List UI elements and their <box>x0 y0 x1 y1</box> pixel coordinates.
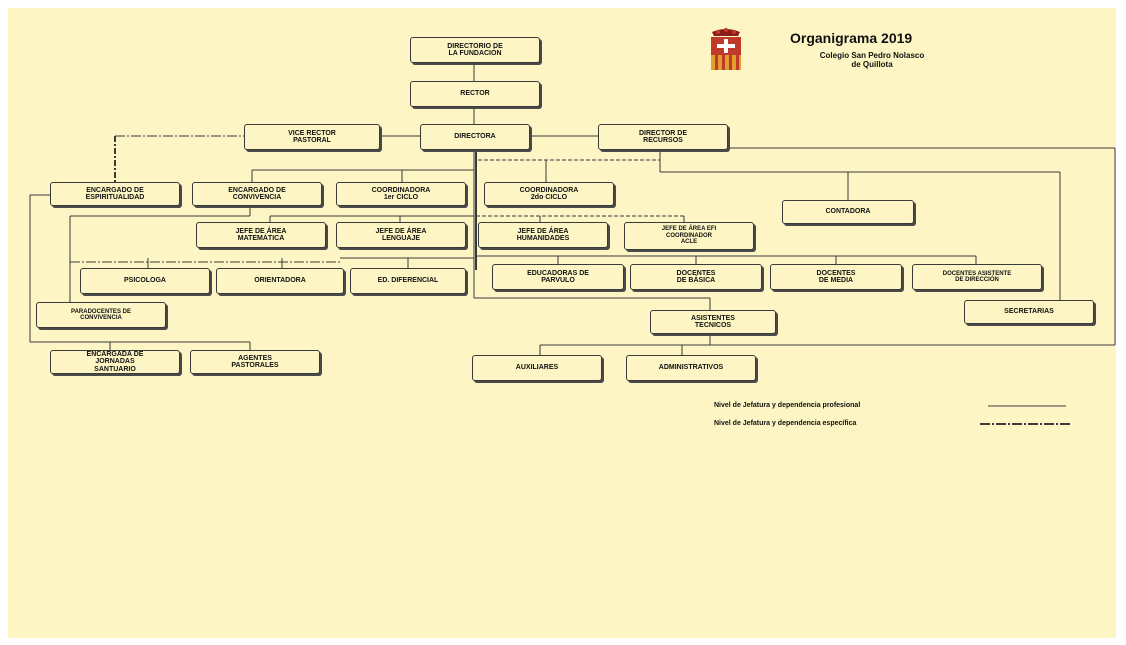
box-docentes-media: DOCENTES DE MEDIA <box>770 264 902 290</box>
box-directorio-fundacion: DIRECTORIO DE LA FUNDACIÓN <box>410 37 540 63</box>
box-jefe-area-matematica: JEFE DE ÁREA MATEMÁTICA <box>196 222 326 248</box>
chart-background <box>8 8 1116 638</box>
box-director-recursos: DIRECTOR DE RECURSOS <box>598 124 728 150</box>
box-jefe-area-lenguaje: JEFE DE ÁREA LENGUAJE <box>336 222 466 248</box>
school-crest-icon <box>711 28 741 70</box>
box-docentes-asistente-direccion: DOCENTES ASISTENTE DE DIRECCIÓN <box>912 264 1042 290</box>
box-auxiliares: AUXILIARES <box>472 355 602 381</box>
box-orientadora: ORIENTADORA <box>216 268 344 294</box>
legend-especifica: Nivel de Jefatura y dependencia específi… <box>714 420 857 427</box>
school-city: de Quillota <box>851 60 893 69</box>
box-encargado-espiritualidad: ENCARGADO DE ESPIRITUALIDAD <box>50 182 180 206</box>
box-contadora: CONTADORA <box>782 200 914 224</box>
school-name: Colegio San Pedro Nolasco <box>819 51 925 60</box>
chart-title: Organigrama 2019 <box>790 30 913 46</box>
box-agentes-pastorales: AGENTES PASTORALES <box>190 350 320 374</box>
box-coordinadora-2do-ciclo: COORDINADORA 2do CICLO <box>484 182 614 206</box>
box-jefe-area-humanidades: JEFE DE ÁREA HUMANIDADES <box>478 222 608 248</box>
box-paradocentes-convivencia: PARADOCENTES DE CONVIVENCIA <box>36 302 166 328</box>
box-coordinadora-1er-ciclo: COORDINADORA 1er CICLO <box>336 182 466 206</box>
legend-profesional: Nivel de Jefatura y dependencia profesio… <box>714 402 861 409</box>
box-administrativos: ADMINISTRATIVOS <box>626 355 756 381</box>
box-docentes-basica: DOCENTES DE BÁSICA <box>630 264 762 290</box>
box-psicologa: PSICOLOGA <box>80 268 210 294</box>
box-secretarias: SECRETARIAS <box>964 300 1094 324</box>
box-asistentes-tecnicos: ASISTENTES TECNICOS <box>650 310 776 334</box>
box-directora: DIRECTORA <box>420 124 530 150</box>
box-ed-diferencial: ED. DIFERENCIAL <box>350 268 466 294</box>
box-encargado-convivencia: ENCARGADO DE CONVIVENCIA <box>192 182 322 206</box>
box-encargada-jornadas-santuario: ENCARGADA DE JORNADAS SANTUARIO <box>50 350 180 374</box>
box-rector: RECTOR <box>410 81 540 107</box>
box-educadoras-parvulo: EDUCADORAS DE PARVULO <box>492 264 624 290</box>
box-vice-rector-pastoral: VICE RECTOR PASTORAL <box>244 124 380 150</box>
box-jefe-area-efi: JEFE DE ÁREA EFI COORDINADOR ACLE <box>624 222 754 250</box>
